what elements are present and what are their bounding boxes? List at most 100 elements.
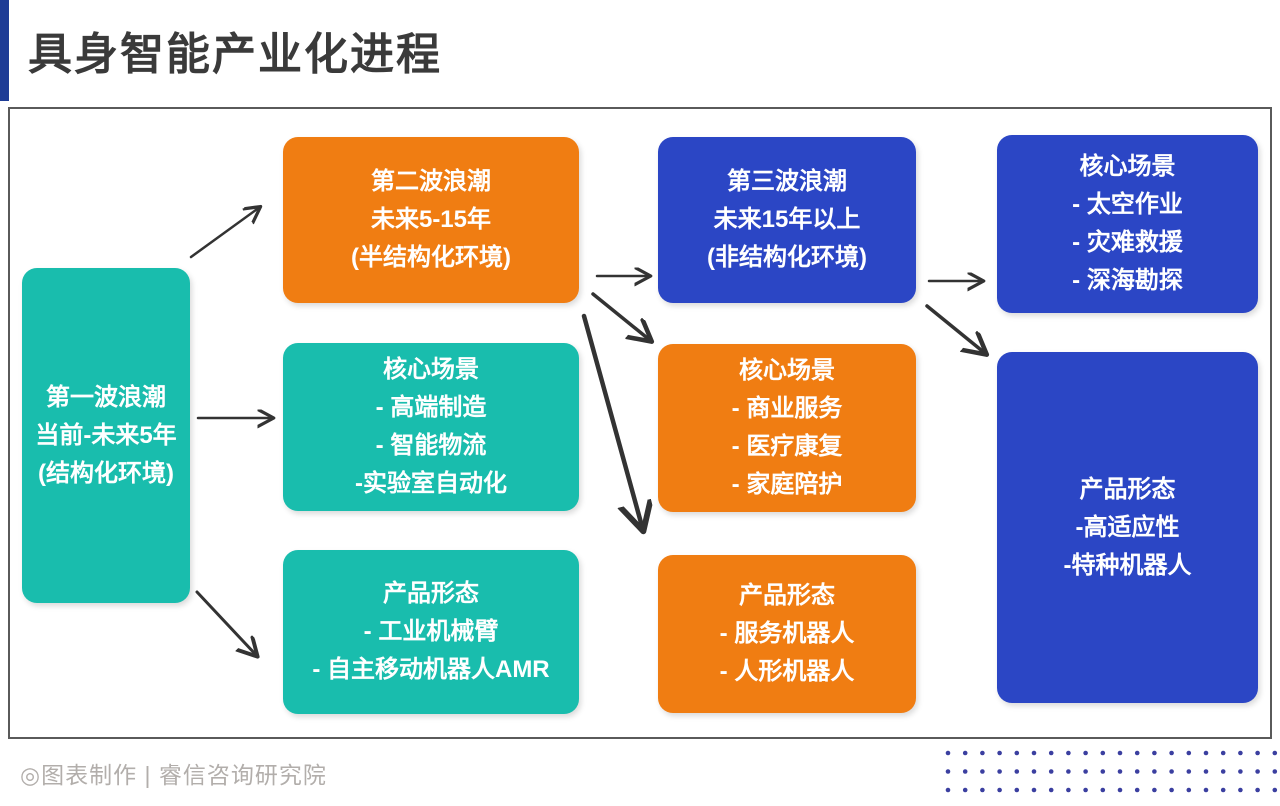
dot bbox=[997, 750, 1002, 756]
dots-pattern bbox=[945, 750, 1278, 793]
box-line: - 深海勘探 bbox=[1072, 267, 1183, 294]
dot bbox=[1238, 769, 1243, 774]
dot bbox=[1014, 750, 1020, 756]
dot bbox=[980, 787, 985, 793]
box-line: 第三波浪潮 bbox=[727, 168, 847, 195]
dot bbox=[1186, 787, 1192, 793]
box-line: 核心场景 bbox=[383, 356, 479, 383]
box-third-wave: 第三波浪潮 未来15年以上 (非结构化环境) bbox=[658, 137, 916, 303]
dot bbox=[1255, 769, 1260, 774]
dot bbox=[1220, 769, 1226, 774]
dot bbox=[1272, 787, 1278, 793]
dot bbox=[1014, 787, 1020, 793]
dot bbox=[1100, 769, 1106, 774]
dot bbox=[1169, 769, 1174, 774]
dot bbox=[945, 787, 951, 793]
dot bbox=[997, 769, 1002, 774]
box-wave3-products: 产品形态 -高适应性 -特种机器人 bbox=[997, 352, 1258, 703]
box-wave1-scenarios: 核心场景 - 高端制造 - 智能物流 -实验室自动化 bbox=[283, 343, 579, 511]
box-line: - 自主移动机器人AMR bbox=[312, 656, 550, 683]
dot bbox=[1186, 769, 1192, 774]
dot bbox=[962, 769, 968, 774]
dot bbox=[962, 750, 968, 756]
page-title: 具身智能产业化进程 bbox=[28, 30, 442, 79]
dot bbox=[1083, 750, 1088, 756]
dot bbox=[1169, 750, 1174, 756]
box-line: (半结构化环境) bbox=[351, 244, 511, 271]
dot bbox=[962, 787, 968, 793]
dot bbox=[1255, 787, 1260, 793]
dot bbox=[1203, 787, 1209, 793]
box-wave1-products: 产品形态 - 工业机械臂 - 自主移动机器人AMR bbox=[283, 550, 579, 714]
dot bbox=[1066, 769, 1071, 774]
dot bbox=[1152, 769, 1157, 774]
dot bbox=[1066, 787, 1071, 793]
box-line: 产品形态 bbox=[1079, 475, 1176, 503]
dot bbox=[1220, 750, 1226, 756]
box-line: - 人形机器人 bbox=[719, 658, 855, 685]
box-line: - 智能物流 bbox=[375, 432, 487, 459]
dot bbox=[1134, 769, 1140, 774]
dot bbox=[1134, 750, 1140, 756]
footer-credit: ◎图表制作 | 睿信咨询研究院 bbox=[20, 762, 327, 788]
dot bbox=[1117, 750, 1123, 756]
box-line: - 医疗康复 bbox=[731, 433, 843, 460]
dot bbox=[1169, 787, 1174, 793]
dot bbox=[1255, 750, 1260, 756]
dot bbox=[1203, 750, 1209, 756]
dot bbox=[1117, 787, 1123, 793]
dot bbox=[1066, 750, 1071, 756]
dot bbox=[945, 769, 951, 774]
dot bbox=[1048, 769, 1054, 774]
box-line: - 服务机器人 bbox=[719, 620, 855, 647]
box-wave3-scenarios: 核心场景 - 太空作业 - 灾难救援 - 深海勘探 bbox=[997, 135, 1258, 313]
dot bbox=[1031, 750, 1037, 756]
dot bbox=[980, 769, 985, 774]
box-line: -特种机器人 bbox=[1063, 551, 1192, 579]
dot bbox=[997, 787, 1002, 793]
box-line: - 商业服务 bbox=[731, 395, 843, 422]
dot bbox=[1238, 750, 1243, 756]
dot bbox=[1152, 787, 1157, 793]
box-line: - 高端制造 bbox=[375, 394, 487, 421]
box-line: 核心场景 bbox=[739, 357, 835, 384]
dot bbox=[1083, 769, 1088, 774]
box-second-wave: 第二波浪潮 未来5-15年 (半结构化环境) bbox=[283, 137, 579, 303]
dot bbox=[1220, 787, 1226, 793]
dot bbox=[1186, 750, 1192, 756]
box-line: 当前-未来5年 bbox=[35, 421, 177, 449]
box-line: 产品形态 bbox=[739, 582, 835, 609]
dot bbox=[980, 750, 985, 756]
dot bbox=[1203, 769, 1209, 774]
dot bbox=[1272, 750, 1278, 756]
box-line: 核心场景 bbox=[1079, 153, 1176, 180]
dot bbox=[1272, 769, 1278, 774]
dot bbox=[1117, 769, 1123, 774]
title-accent-bar bbox=[0, 0, 9, 101]
box-line: - 工业机械臂 bbox=[363, 618, 499, 645]
box-line: - 家庭陪护 bbox=[731, 471, 843, 498]
dot bbox=[1134, 787, 1140, 793]
box-line: -实验室自动化 bbox=[355, 470, 507, 497]
dot bbox=[1100, 787, 1106, 793]
box-line: 未来15年以上 bbox=[713, 206, 861, 233]
box-line: 产品形态 bbox=[383, 580, 479, 607]
dot bbox=[1083, 787, 1088, 793]
dot bbox=[1238, 787, 1243, 793]
box-first-wave: 第一波浪潮 当前-未来5年 (结构化环境) bbox=[22, 268, 190, 603]
dot bbox=[1100, 750, 1106, 756]
dot bbox=[1152, 750, 1157, 756]
box-line: -高适应性 bbox=[1075, 513, 1180, 541]
box-line: - 太空作业 bbox=[1072, 191, 1183, 218]
dot bbox=[1048, 750, 1054, 756]
box-line: 第一波浪潮 bbox=[46, 383, 166, 411]
dot bbox=[945, 750, 951, 756]
box-wave2-products: 产品形态 - 服务机器人 - 人形机器人 bbox=[658, 555, 916, 713]
box-line: (非结构化环境) bbox=[707, 244, 867, 271]
dot bbox=[1014, 769, 1020, 774]
box-line: 未来5-15年 bbox=[370, 206, 492, 233]
box-line: (结构化环境) bbox=[38, 459, 174, 487]
dot bbox=[1031, 769, 1037, 774]
box-line: 第二波浪潮 bbox=[371, 168, 491, 195]
box-line: - 灾难救援 bbox=[1072, 229, 1183, 256]
